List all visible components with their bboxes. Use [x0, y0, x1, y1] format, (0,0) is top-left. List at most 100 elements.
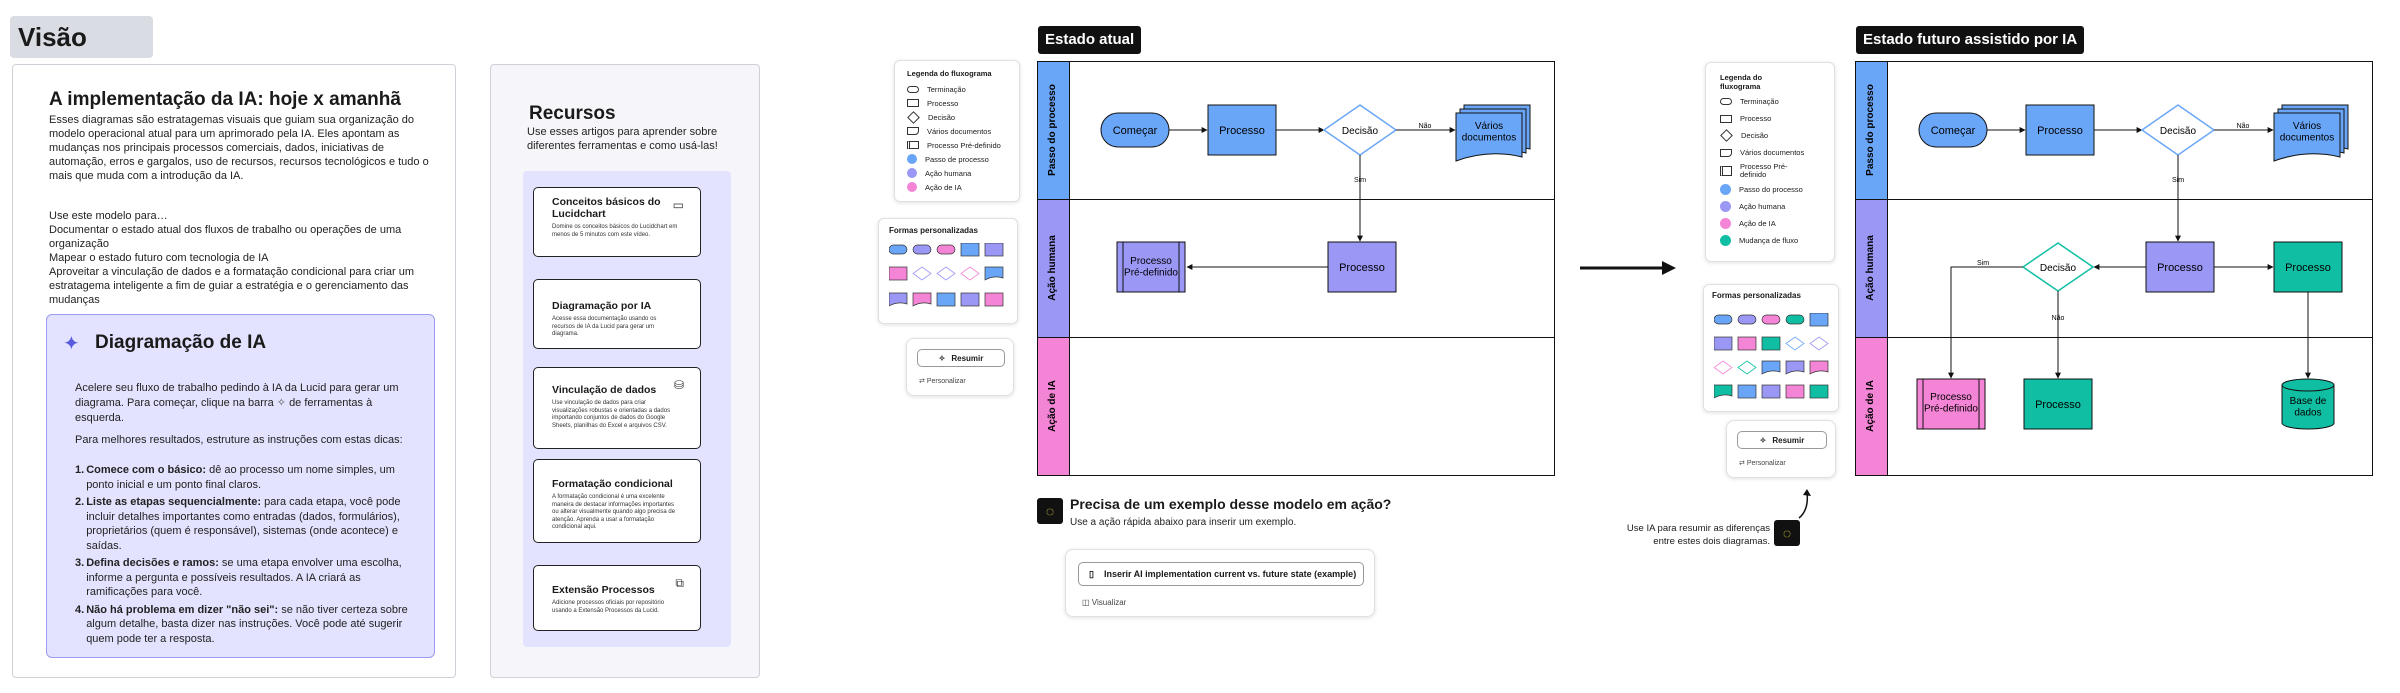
hint-arrow [1798, 489, 1811, 519]
no-label: Não [2237, 123, 2250, 130]
lane-label: Passo do processo [1865, 84, 1876, 176]
legend-item: Ação de IA [907, 180, 1007, 194]
current-state-diagram: Passo do processo Ação humana Ação de IA… [1037, 61, 1555, 476]
resources-panel: Recursos Use esses artigos para aprender… [490, 64, 760, 678]
ai-diagramming-box: ✦ Diagramação de IA Acelere seu fluxo de… [46, 314, 435, 658]
resource-card[interactable]: Diagramação por IA Acesse essa documenta… [533, 279, 701, 349]
summarize-button[interactable]: ✧Resumir [917, 349, 1005, 367]
human-process-node[interactable]: Processo [2145, 241, 2215, 293]
process-node[interactable]: Processo [1207, 104, 1277, 156]
sliders-icon: ⇄ [919, 378, 925, 385]
legend-right: Legenda do fluxograma Terminação Process… [1705, 62, 1835, 262]
lane-header [1037, 337, 1070, 476]
overview-panel: A implementação da IA: hoje x amanhã Ess… [12, 64, 456, 678]
resource-card[interactable]: Conceitos básicos do Lucidchart Domine o… [533, 187, 701, 257]
customize-link[interactable]: ⇄ Personalizar [1739, 460, 1786, 467]
overview-intro: Esses diagramas são estratagemas visuais… [49, 114, 429, 182]
legend-item: Passo de processo [907, 152, 1007, 166]
decision-icon [907, 110, 920, 124]
sliders-icon: ⇄ [1739, 460, 1745, 467]
process-node[interactable]: Processo [2025, 104, 2095, 156]
terminator-icon [1720, 98, 1732, 105]
use-title: Use este modelo para… [49, 210, 168, 222]
example-subtitle: Use a ação rápida abaixo para inserir um… [1070, 517, 1297, 528]
transition-arrow [1580, 261, 1676, 275]
future-state-diagram: Passo do processo Ação humana Ação de IA… [1855, 61, 2373, 476]
custom-shapes-title: Formas personalizadas [1712, 291, 1801, 300]
start-terminator[interactable]: Começar [1918, 112, 1988, 148]
insert-example-button[interactable]: ▯Inserir AI implementation current vs. f… [1078, 562, 1364, 586]
documents-icon [907, 127, 919, 135]
summarize-button[interactable]: ✧Resumir [1737, 431, 1827, 449]
legend-item: Ação humana [1720, 198, 1820, 215]
legend-item: Mudança de fluxo [1720, 232, 1820, 249]
svg-text:Processo: Processo [2157, 262, 2203, 274]
lane-label: Ação humana [1047, 235, 1058, 301]
legend-item: Processo Pré-definido [1720, 161, 1820, 181]
resource-card[interactable]: Vinculação de dados Use vinculação de da… [533, 367, 701, 449]
predefined-process-icon [907, 141, 919, 149]
svg-text:Decisão: Decisão [1342, 126, 1379, 137]
sparkle-icon: ✧ [938, 353, 946, 363]
svg-text:Processo: Processo [2285, 262, 2331, 274]
extension-icon: ⧉ [675, 576, 684, 590]
preview-link[interactable]: ◫ Visualizar [1082, 598, 1127, 607]
human-process-node[interactable]: Processo [1327, 241, 1397, 293]
resource-card[interactable]: Extensão Processos Adicione processos of… [533, 565, 701, 631]
use-item: Documentar o estado atual dos fluxos de … [49, 224, 402, 250]
lane-header [1855, 199, 1888, 338]
hint-text: Use IA para resumir as diferenças entre … [1626, 523, 1770, 547]
ai-process-node[interactable]: Processo [2023, 378, 2093, 430]
lightbulb-icon: ◌ [1037, 498, 1063, 524]
documents-icon [1720, 148, 1732, 157]
tip-item: 2.Liste as etapas sequencialmente: para … [75, 496, 401, 552]
customize-link[interactable]: ⇄ Personalizar [919, 378, 966, 385]
legend-item: Decisão [907, 110, 1007, 124]
legend-item: Vários documentos [907, 124, 1007, 138]
blue-swatch-icon [907, 154, 917, 164]
legend-item: Processo Pré-definido [907, 138, 1007, 152]
ai-box-tips-intro: Para melhores resultados, estruture as i… [75, 434, 403, 446]
document-icon: ▯ [1089, 568, 1094, 579]
use-item: Mapear o estado futuro com tecnologia de… [49, 252, 269, 264]
custom-shapes-palette[interactable] [1714, 313, 1834, 409]
sparkle-icon: ✦ [63, 333, 80, 355]
lane-label: Ação de IA [1047, 380, 1058, 432]
example-action-panel: ▯Inserir AI implementation current vs. f… [1065, 549, 1375, 617]
lane-label: Ação de IA [1865, 380, 1876, 432]
lane-label: Ação humana [1865, 235, 1876, 301]
legend-title: Legenda do fluxograma [1720, 73, 1763, 91]
sparkle-icon: ✧ [1759, 435, 1767, 445]
teal-process-node[interactable]: Processo [2273, 241, 2343, 293]
custom-shapes-palette[interactable] [889, 243, 1009, 319]
database-icon: ⛁ [673, 378, 684, 392]
ai-sparkle-icon: ✧ [276, 397, 286, 409]
no-label: Não [1419, 123, 1432, 130]
predefined-process-icon [1720, 166, 1732, 176]
legend-item: Vários documentos [1720, 144, 1820, 161]
pink-swatch-icon [907, 182, 917, 192]
ai-box-heading: Diagramação de IA [95, 332, 267, 353]
pink-swatch-icon [1720, 218, 1731, 229]
terminator-icon [907, 85, 919, 93]
legend-item: Terminação [907, 82, 1007, 96]
use-list: Use este modelo para… Documentar o estad… [49, 209, 429, 307]
blue-swatch-icon [1720, 184, 1731, 195]
svg-text:Processo: Processo [2035, 399, 2081, 411]
lightbulb-icon: ◌ [1774, 520, 1800, 546]
start-terminator[interactable]: Começar [1100, 112, 1170, 148]
custom-shapes-title: Formas personalizadas [889, 226, 978, 235]
purple-swatch-icon [1720, 201, 1731, 212]
legend-item: Passo do processo [1720, 181, 1820, 198]
yes-label: Sim [1354, 177, 1366, 184]
resource-card[interactable]: Formatação condicional A formatação cond… [533, 459, 701, 543]
svg-text:Começar: Começar [1931, 125, 1976, 137]
